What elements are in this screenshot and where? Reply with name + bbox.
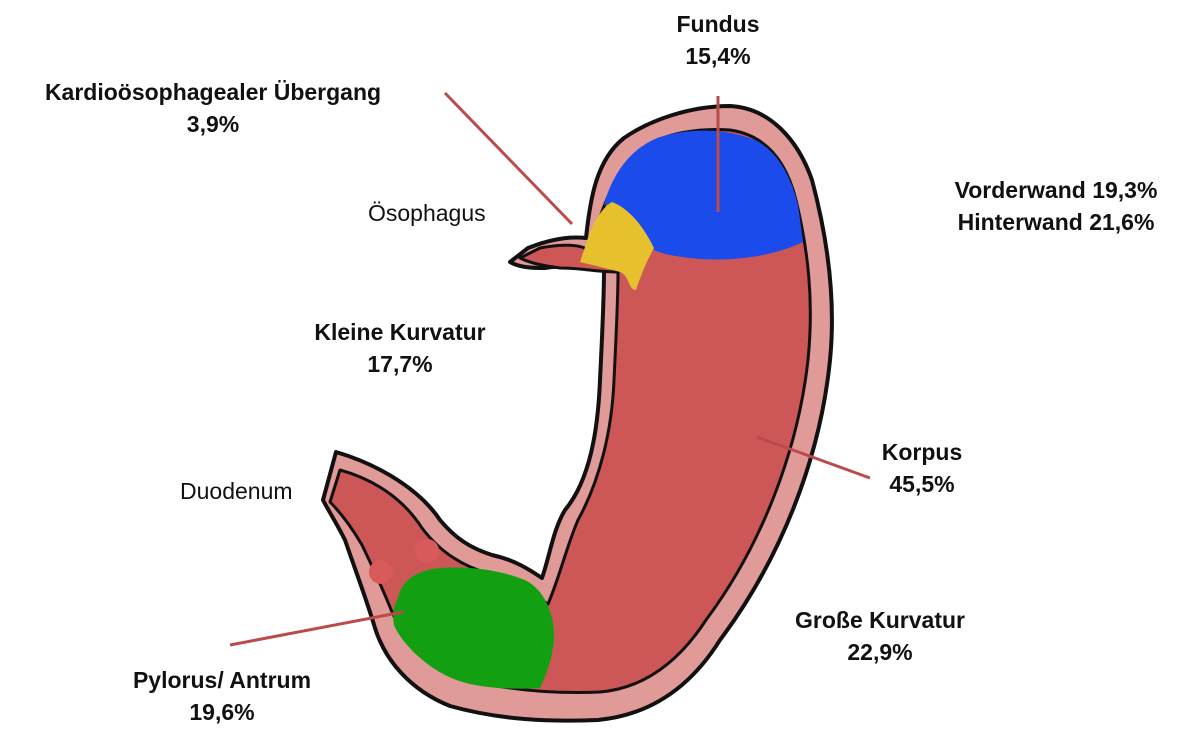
cardia-label-name: Kardioösophagealer Übergang (8, 76, 418, 108)
pylorus-label-name: Pylorus/ Antrum (102, 664, 342, 696)
duodenum-label: Duodenum (180, 476, 293, 506)
wall-label: Vorderwand 19,3% Hinterwand 21,6% (922, 174, 1190, 238)
oesophagus-label: Ösophagus (368, 198, 486, 228)
pylorus-label: Pylorus/ Antrum 19,6% (102, 664, 342, 728)
kleine-kurvatur-label: Kleine Kurvatur 17,7% (284, 316, 516, 380)
grosse-kurvatur-label-name: Große Kurvatur (760, 604, 1000, 636)
hinterwand-label: Hinterwand 21,6% (922, 206, 1190, 238)
korpus-label-name: Korpus (862, 436, 982, 468)
grosse-kurvatur-label: Große Kurvatur 22,9% (760, 604, 1000, 668)
kleine-kurvatur-label-name: Kleine Kurvatur (284, 316, 516, 348)
pylorus-ring-icon (415, 539, 439, 563)
fundus-label-name: Fundus (658, 8, 778, 40)
fundus-label: Fundus 15,4% (658, 8, 778, 72)
cardia-label-value: 3,9% (8, 108, 418, 140)
cardia-label: Kardioösophagealer Übergang 3,9% (8, 76, 418, 140)
korpus-label: Korpus 45,5% (862, 436, 982, 500)
vorderwand-label: Vorderwand 19,3% (922, 174, 1190, 206)
grosse-kurvatur-label-value: 22,9% (760, 636, 1000, 668)
fundus-label-value: 15,4% (658, 40, 778, 72)
korpus-label-value: 45,5% (862, 468, 982, 500)
pylorus-ring-icon (369, 560, 393, 584)
kleine-kurvatur-label-value: 17,7% (284, 348, 516, 380)
pylorus-label-value: 19,6% (102, 696, 342, 728)
